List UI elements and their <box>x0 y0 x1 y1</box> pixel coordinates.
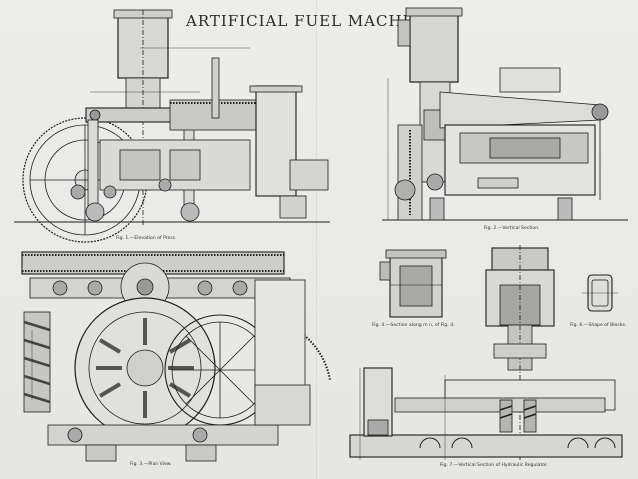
fig3-caption: Fig. 3.—Plan View. <box>130 462 172 467</box>
fig3-plan-view-drawing <box>21 251 331 462</box>
fig4-caption: Fig. 4.—Section along m n, of Fig. 4. <box>372 323 455 328</box>
fig4-section-drawing <box>379 249 447 318</box>
fig5-block-shape-drawing <box>582 274 618 312</box>
fig5-caption: Fig. 6.—Shape of Blocks. <box>570 323 627 328</box>
fig2-vertical-section-drawing <box>382 7 628 221</box>
fig6-hydraulic-regulator-drawing <box>349 245 623 460</box>
fig1-elevation-drawing <box>14 9 330 243</box>
fig2-caption: Fig. 2.—Vertical Section. <box>484 226 540 231</box>
plate-title: ARTIFICIAL FUEL MACHINERY <box>186 12 459 30</box>
fold-line <box>316 0 317 479</box>
fig1-caption: Fig. 1.—Elevation of Press. <box>116 236 177 241</box>
fig6-caption: Fig. 7.—Vertical Section of Hydraulic Re… <box>440 463 548 468</box>
